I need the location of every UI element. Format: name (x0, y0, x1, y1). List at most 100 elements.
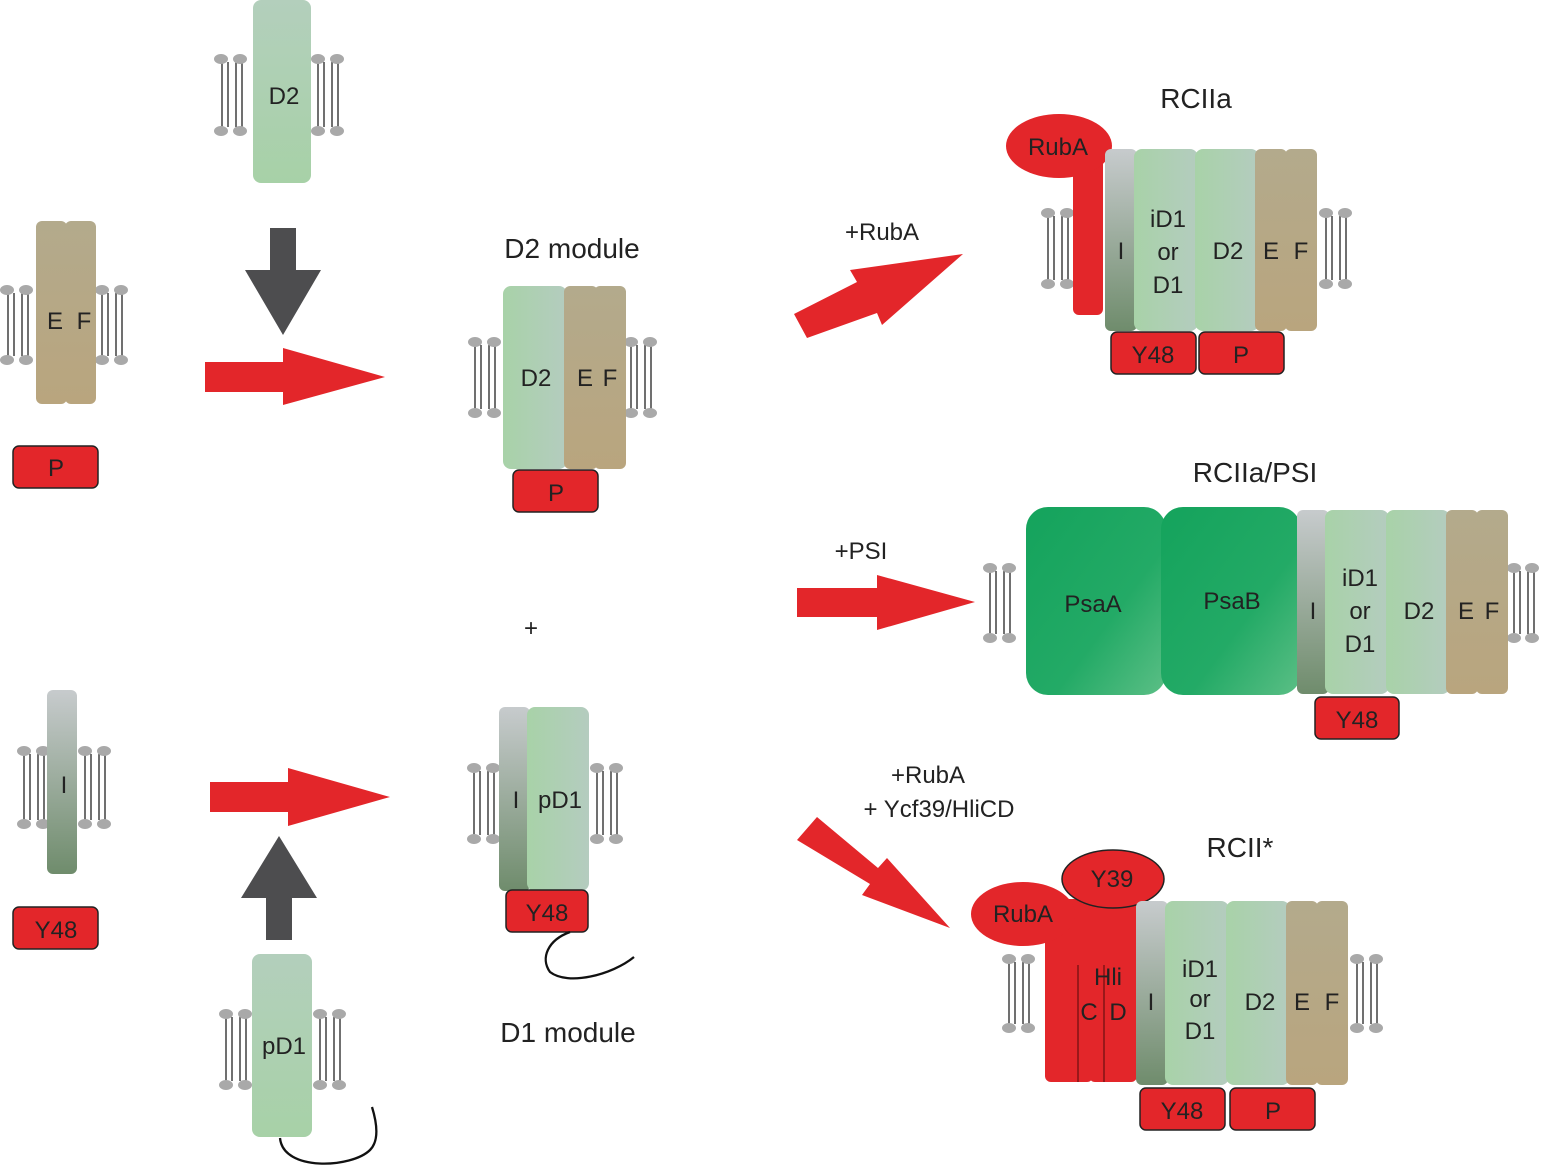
rciia-psi-title: RCIIa/PSI (1193, 457, 1317, 488)
hli-c-label: C (1080, 999, 1097, 1026)
ruba-domain (1006, 114, 1112, 178)
y48-box (1314, 696, 1400, 740)
id1-or-label: or (1349, 598, 1370, 625)
pd1-c-terminal-tail (278, 1106, 378, 1165)
i-label: I (1118, 238, 1125, 265)
f-subunit (594, 286, 626, 469)
e-label: E (1458, 598, 1474, 625)
y48-label: Y48 (1161, 1098, 1204, 1125)
f-subunit (65, 221, 96, 404)
d2-label: D2 (269, 83, 300, 110)
d1-module-title: D1 module (500, 1017, 635, 1048)
f-subunit (1316, 901, 1348, 1085)
id1-subunit (1165, 901, 1229, 1085)
psab-label: PsaB (1203, 588, 1260, 615)
d2-subunit (1195, 149, 1259, 331)
ruba-label: RubA (1028, 134, 1088, 161)
f-label: F (1325, 989, 1340, 1016)
d2-label: D2 (521, 365, 552, 392)
f-label: F (1485, 598, 1500, 625)
e-label: E (47, 308, 63, 335)
e-subunit (1446, 510, 1478, 694)
plus-sign: + (524, 615, 538, 642)
id1-or-label: or (1157, 239, 1178, 266)
e-label: E (577, 365, 593, 392)
e-subunit (1255, 149, 1287, 331)
lipid-bilayer (1041, 208, 1352, 289)
e-label: E (1294, 989, 1310, 1016)
f-label: F (77, 308, 92, 335)
e-subunit (1286, 901, 1318, 1085)
y48-label: Y48 (35, 917, 78, 944)
ruba-anchor (1073, 152, 1103, 315)
e-label: E (1263, 238, 1279, 265)
hli-label: Hli (1094, 964, 1122, 991)
red-arrow-to-psi (797, 575, 975, 630)
arrow-label-psi: +PSI (835, 538, 888, 565)
i-subunit (1105, 149, 1137, 331)
arrow-label-ruba-2: +RubA (891, 762, 965, 789)
i-subunit (47, 690, 77, 874)
i-subunit (1297, 510, 1329, 694)
i-label: I (61, 772, 68, 799)
i-label: I (513, 787, 520, 814)
id1-label: iD1 (1150, 206, 1186, 233)
d2-label: D2 (1213, 238, 1244, 265)
f-subunit (1476, 510, 1508, 694)
id1-label: iD1 (1342, 565, 1378, 592)
lipid-bilayer (0, 285, 128, 365)
id1-label: iD1 (1182, 956, 1218, 983)
pd1-subunit (527, 707, 589, 891)
lipid-bilayer (983, 563, 1539, 643)
lipid-bilayer (219, 1009, 346, 1090)
f-label: F (603, 365, 618, 392)
f-label: F (1294, 238, 1309, 265)
d2-subunit (253, 0, 311, 183)
d1-label: D1 (1345, 631, 1376, 658)
lipid-bilayer (214, 54, 344, 136)
p-box (1229, 1087, 1316, 1131)
f-subunit (1285, 149, 1317, 331)
pd1-label: pD1 (262, 1033, 306, 1060)
y48-label: Y48 (1132, 342, 1175, 369)
lipid-bilayer (468, 337, 657, 418)
d2-label: D2 (1404, 598, 1435, 625)
e-subunit (36, 221, 67, 404)
y48-label: Y48 (526, 900, 569, 927)
lipid-bilayer (17, 746, 111, 829)
d2-subunit (1226, 901, 1290, 1085)
p-box (512, 469, 599, 513)
p-box (12, 445, 99, 489)
red-arrow-top-left (205, 348, 385, 405)
dark-arrow-up (241, 836, 317, 940)
pd1-c-terminal-tail (544, 930, 635, 980)
y48-box (505, 889, 589, 933)
psaa-label: PsaA (1064, 591, 1121, 618)
y48-box (1139, 1087, 1226, 1131)
ruba-domain (971, 882, 1075, 946)
psaa-subunit (1026, 507, 1166, 695)
hlic-subunit (1045, 899, 1093, 1082)
i-subunit (499, 707, 530, 891)
arrow-label-ruba: +RubA (845, 219, 919, 246)
d2-subunit (1386, 510, 1450, 694)
psab-subunit (1161, 507, 1301, 695)
id1-subunit (1134, 149, 1198, 331)
red-arrow-to-rcii (797, 817, 950, 928)
red-arrow-to-rciia (794, 254, 963, 338)
d2-subunit (503, 286, 567, 469)
e-subunit (564, 286, 598, 469)
p-label: P (1265, 1098, 1281, 1125)
ruba-label: RubA (993, 901, 1053, 928)
id1-or-label: or (1189, 986, 1210, 1013)
p-label: P (48, 455, 64, 482)
rcii-star-title: RCII* (1207, 832, 1274, 863)
p-label: P (548, 480, 564, 507)
rciia-title: RCIIa (1160, 83, 1232, 114)
p-box (1198, 331, 1285, 375)
p-label: P (1233, 342, 1249, 369)
i-label: I (1310, 598, 1317, 625)
i-subunit (1136, 901, 1168, 1085)
y48-box (12, 906, 99, 950)
